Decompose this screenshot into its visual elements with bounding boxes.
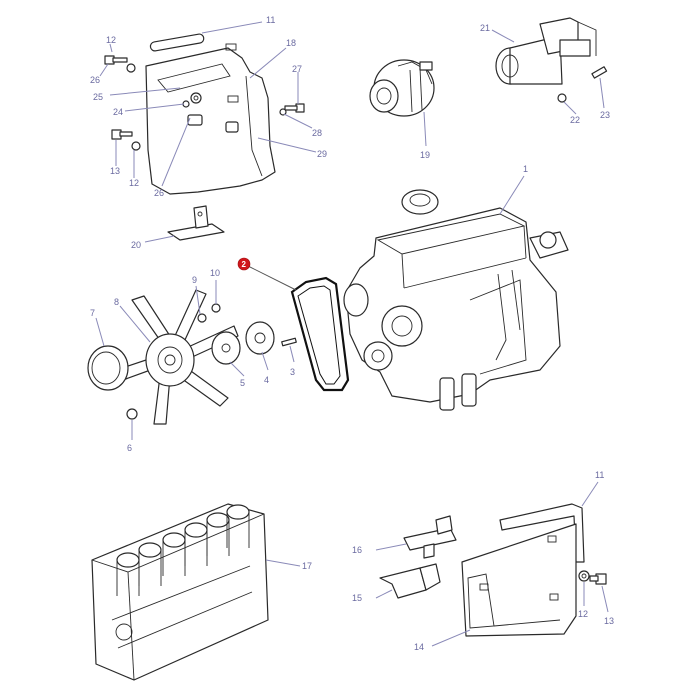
callout-label: 15	[352, 593, 362, 603]
bracket-assembly-top	[104, 33, 305, 241]
callout-label: 3	[290, 367, 295, 377]
pulley-spacer	[126, 303, 297, 420]
callout-label: 11	[266, 15, 275, 25]
shroud-plate	[145, 47, 276, 195]
callout-label: 18	[286, 38, 296, 48]
callout-label: 13	[604, 616, 614, 626]
washer-icon	[197, 313, 207, 323]
washer-icon	[126, 63, 136, 73]
callout-label: 27	[292, 64, 302, 74]
pipe-part	[149, 33, 205, 52]
callout-label: 13	[110, 166, 120, 176]
highlight-label: 2	[242, 260, 247, 269]
leaders-top-left	[99, 21, 317, 243]
callout-label: 11	[595, 470, 604, 480]
callout-label: 9	[192, 275, 197, 285]
nut-icon	[126, 408, 138, 420]
bracket-assembly-bottom	[379, 503, 607, 637]
stud-part	[187, 114, 203, 126]
bolt-icon	[284, 103, 305, 113]
shroud-plate-detail	[157, 63, 231, 93]
callout-label: 4	[264, 375, 269, 385]
engine-block	[345, 207, 561, 403]
alternator	[369, 59, 435, 117]
callout-label: 7	[90, 308, 95, 318]
leaders-top-right	[423, 29, 605, 147]
callout-label: 26	[90, 75, 100, 85]
shield-plate	[461, 523, 577, 637]
washer-icon	[211, 303, 221, 313]
callout-label: 17	[302, 561, 312, 571]
callout-label: 6	[127, 443, 132, 453]
stud-part	[225, 121, 239, 133]
cylinder-block	[91, 503, 269, 681]
callout-label: 14	[414, 642, 424, 652]
washer-icon	[131, 141, 141, 151]
leader-engine	[499, 175, 525, 215]
engine-assembly	[343, 189, 569, 411]
callout-label: 19	[420, 150, 430, 160]
callout-label: 25	[93, 92, 103, 102]
leaders-fan	[95, 280, 295, 440]
callout-label: 24	[113, 107, 123, 117]
callout-label: 29	[317, 149, 327, 159]
leader-belt	[247, 265, 297, 291]
callout-label: 12	[106, 35, 116, 45]
bolt-icon	[111, 129, 133, 140]
callout-label: 26	[154, 188, 164, 198]
callout-label: 5	[240, 378, 245, 388]
washer-icon	[190, 92, 202, 104]
callout-labels: 11 18 12 26 25 24 13 12 26 27 28 29 20 1…	[90, 15, 614, 652]
callout-label: 28	[312, 128, 322, 138]
fan-hub-cover	[87, 345, 129, 391]
pipe-part	[499, 503, 585, 563]
washer-icon	[279, 108, 287, 116]
callout-label: 12	[578, 609, 588, 619]
stud-part	[591, 66, 608, 79]
callout-label: 8	[114, 297, 119, 307]
bracket-16	[403, 527, 457, 551]
highlight-marker-icon	[237, 257, 251, 271]
drive-belt	[290, 276, 350, 392]
callout-label: 16	[352, 545, 362, 555]
washer-icon	[578, 570, 590, 582]
bolt-icon	[104, 55, 128, 65]
nut-icon	[557, 93, 567, 103]
leaders-bottom-right	[375, 481, 609, 647]
bolt-icon	[589, 573, 607, 585]
leader-block	[265, 559, 301, 567]
callout-label: 23	[600, 110, 610, 120]
starter-motor	[495, 17, 608, 103]
pistons	[116, 504, 250, 596]
stud-part	[281, 337, 297, 347]
callout-label: 1	[523, 164, 528, 174]
callout-label: 20	[131, 240, 141, 250]
callout-label: 22	[570, 115, 580, 125]
highlighted-callout: 2	[237, 257, 251, 271]
callout-label: 10	[210, 268, 220, 278]
bracket-15	[379, 567, 427, 599]
callout-label: 21	[480, 23, 490, 33]
callout-label: 12	[129, 178, 139, 188]
